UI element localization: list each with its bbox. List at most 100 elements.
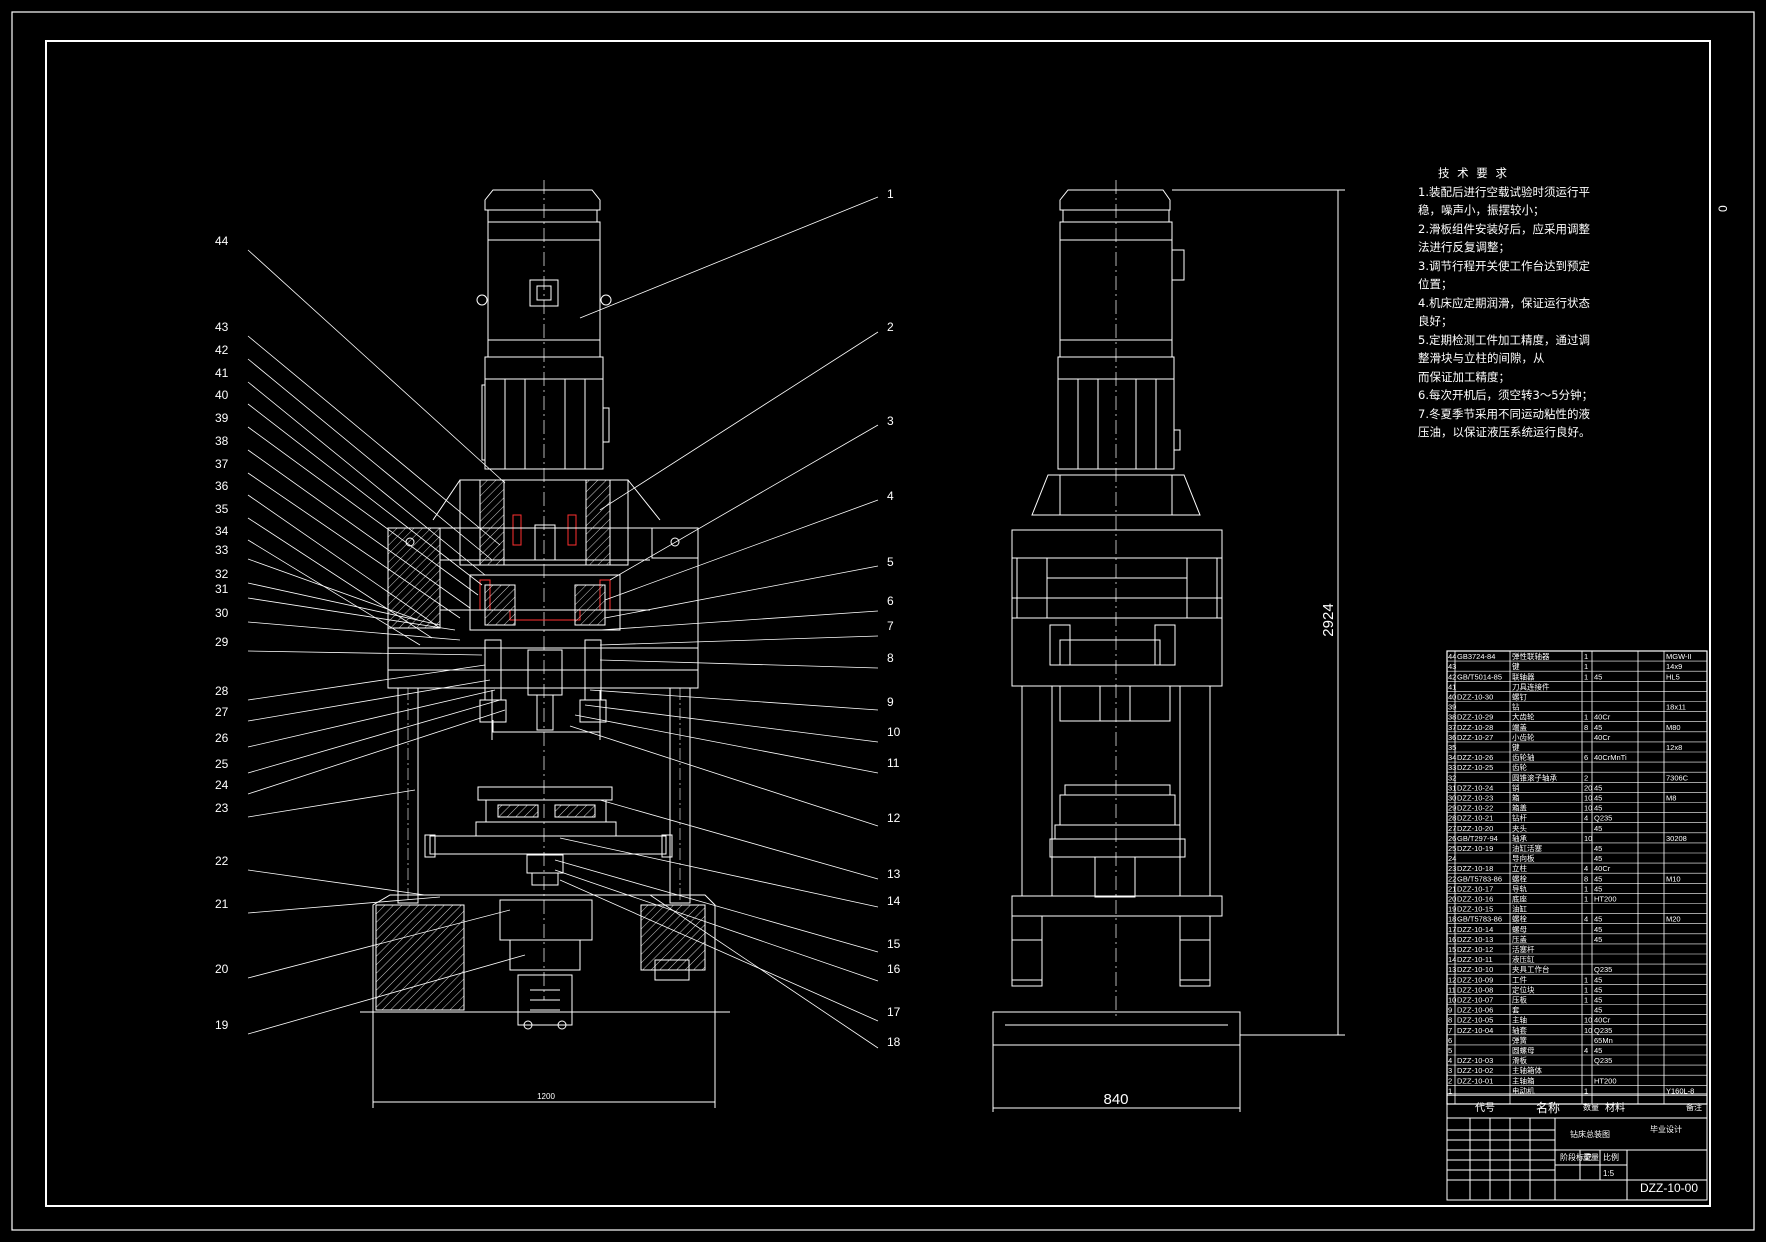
bom-cell: 19 <box>1448 905 1456 914</box>
bom-cell: 32 <box>1448 773 1456 782</box>
bom-header-code: 代号 <box>1475 1102 1495 1114</box>
bom-cell: 主轴箱体 <box>1512 1065 1542 1075</box>
leaders-right <box>554 196 879 1049</box>
balloon-3: 3 <box>887 414 894 428</box>
bom-cell: DZZ-10-02 <box>1457 1066 1493 1075</box>
balloons-left: 44 43 42 41 40 39 38 37 36 35 34 33 32 3… <box>215 234 229 1032</box>
bom-cell: 电动机 <box>1512 1085 1535 1095</box>
balloon-34: 34 <box>215 524 229 538</box>
bom-cell: 螺栓 <box>1512 873 1528 883</box>
bom-cell: 30 <box>1448 794 1456 803</box>
bom-cell: 40Cr <box>1594 864 1611 873</box>
bom-cell: 21 <box>1448 884 1456 893</box>
balloon-17: 17 <box>887 1005 901 1019</box>
bom-cell: 键 <box>1512 661 1520 671</box>
bom-cell: 1 <box>1584 713 1588 722</box>
bom-cell: 8 <box>1448 1016 1452 1025</box>
bom-cell: 定位块 <box>1512 984 1535 994</box>
bom-cell: 16 <box>1448 935 1456 944</box>
balloon-25: 25 <box>215 757 229 771</box>
bom-header-name: 名称 <box>1536 1100 1560 1115</box>
balloon-29: 29 <box>215 635 229 649</box>
balloon-11: 11 <box>887 756 900 770</box>
bom-cell: 夹具工作台 <box>1512 964 1550 974</box>
balloon-20: 20 <box>215 962 229 976</box>
bom-cell: DZZ-10-24 <box>1457 783 1493 792</box>
bom-cell: 4 <box>1448 1056 1452 1065</box>
balloon-28: 28 <box>215 684 229 698</box>
bom-cell: 45 <box>1594 804 1602 813</box>
bom-cell: 钻 <box>1512 702 1520 712</box>
bom-cell: 45 <box>1594 1006 1602 1015</box>
bom-cell: 42 <box>1448 672 1456 681</box>
balloon-37: 37 <box>215 457 229 471</box>
bom-cell: 41 <box>1448 682 1456 691</box>
tech-req-title: 技 术 要 求 <box>1438 166 1509 180</box>
bom-header-qty: 数量 <box>1583 1102 1599 1112</box>
balloon-14: 14 <box>887 894 901 908</box>
bom-cell: 齿轮轴 <box>1512 752 1535 762</box>
balloon-9: 9 <box>887 695 894 709</box>
balloons-right: 1 2 3 4 5 6 7 8 9 10 11 12 13 14 15 16 1… <box>887 187 901 1049</box>
bom-cell: 9 <box>1448 1006 1452 1015</box>
bom-cell: 18x11 <box>1666 703 1686 712</box>
bom-cell: 17 <box>1448 925 1456 934</box>
balloon-18: 18 <box>887 1035 901 1049</box>
bom-cell: 立柱 <box>1512 863 1528 873</box>
balloon-10: 10 <box>887 725 901 739</box>
bom-cell: DZZ-10-30 <box>1457 693 1493 702</box>
bom-cell: 45 <box>1594 844 1602 853</box>
tech-req-item-6: 6.每次开机后，须空转3～5分钟； <box>1418 388 1594 402</box>
bom-cell: DZZ-10-14 <box>1457 925 1493 934</box>
bom-cell: 45 <box>1594 975 1602 984</box>
balloon-19: 19 <box>215 1018 229 1032</box>
bom-cell: 43 <box>1448 662 1456 671</box>
designer-cell: 毕业设计 <box>1650 1124 1682 1134</box>
bom-cell: 33 <box>1448 763 1456 772</box>
bom-cell: 液压缸 <box>1512 954 1535 964</box>
bom-cell: 4 <box>1584 864 1588 873</box>
bom-cell: 螺栓 <box>1512 914 1528 924</box>
bom-cell: DZZ-10-18 <box>1457 864 1493 873</box>
balloon-33: 33 <box>215 543 229 557</box>
front-view <box>360 180 730 1108</box>
balloon-24: 24 <box>215 778 229 792</box>
balloon-2: 2 <box>887 320 894 334</box>
balloon-27: 27 <box>215 705 229 719</box>
bom-cell: 39 <box>1448 703 1456 712</box>
balloon-44: 44 <box>215 234 229 248</box>
bom-cell: GB/T5783-86 <box>1457 874 1502 883</box>
balloon-36: 36 <box>215 479 229 493</box>
bom-cell: 34 <box>1448 753 1456 762</box>
technical-requirements: 技 术 要 求 1.装配后进行空载试验时须运行平稳，噪声小，振摆较小； 2.滑板… <box>1418 164 1598 442</box>
bom-cell: Q235 <box>1594 814 1612 823</box>
bom-cell: 夹头 <box>1512 823 1528 833</box>
balloon-6: 6 <box>887 594 894 608</box>
bom-cell: 40Cr <box>1594 713 1611 722</box>
bom-cell: DZZ-10-12 <box>1457 945 1493 954</box>
bom-cell: DZZ-10-28 <box>1457 723 1493 732</box>
bom-cell: 8 <box>1584 874 1588 883</box>
bom-cell: 4 <box>1584 915 1588 924</box>
bom-cell: 小齿轮 <box>1512 732 1535 742</box>
bom-cell: DZZ-10-01 <box>1457 1076 1493 1085</box>
bom-cell: 45 <box>1594 824 1602 833</box>
bom-cell: 3 <box>1448 1066 1452 1075</box>
bom-cell: DZZ-10-10 <box>1457 965 1493 974</box>
bom-cell: 45 <box>1594 985 1602 994</box>
bom-cell: 工件 <box>1512 974 1528 984</box>
bom-cell: 14 <box>1448 955 1456 964</box>
bom-cell: 45 <box>1594 672 1602 681</box>
bom-cell: GB/T297-94 <box>1457 834 1498 843</box>
bom-cell: DZZ-10-03 <box>1457 1056 1493 1065</box>
side-view <box>992 180 1345 1112</box>
bom-cell: 40Cr <box>1594 733 1611 742</box>
bom-cell: 45 <box>1594 854 1602 863</box>
bom-cell: 10 <box>1584 794 1592 803</box>
bom-cell: 钻杆 <box>1512 813 1528 823</box>
bom-cell: GB/T5014-85 <box>1457 672 1502 681</box>
bom-cell: 40Cr <box>1594 1016 1611 1025</box>
balloon-7: 7 <box>887 619 894 633</box>
balloon-8: 8 <box>887 651 894 665</box>
